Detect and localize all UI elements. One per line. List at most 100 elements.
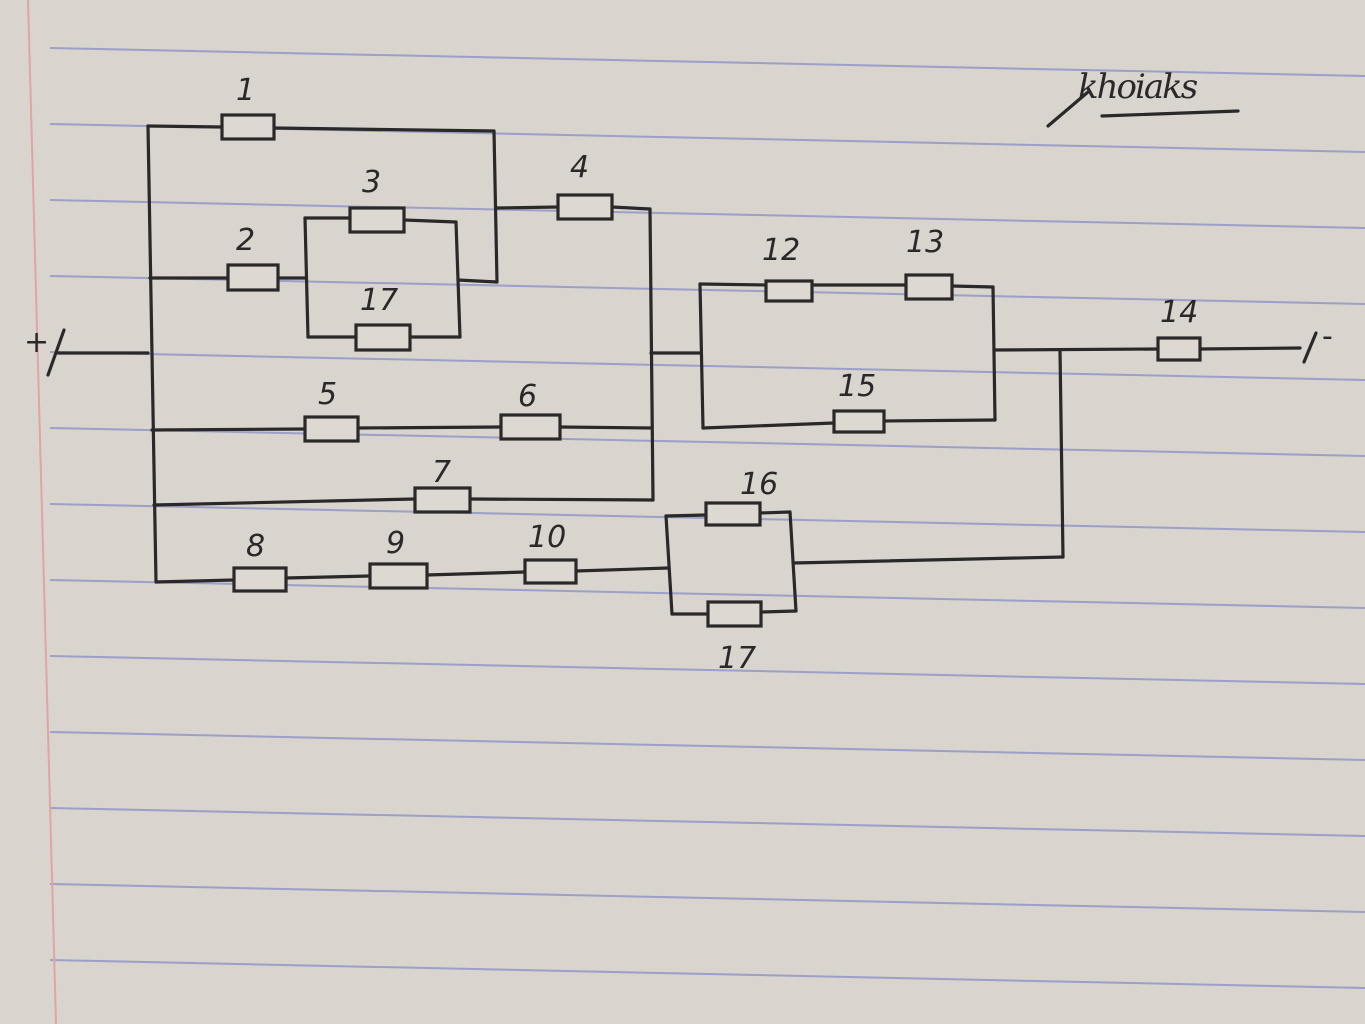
wire-parallel-r12-r15: [991, 285, 997, 422]
resistor-r13: 13: [904, 225, 954, 301]
resistor-label: 13: [906, 225, 944, 260]
resistor-body: [220, 113, 276, 141]
resistor-body: [226, 263, 280, 292]
resistor-body: [232, 566, 288, 593]
ruled-line: [49, 807, 1365, 837]
wire-parallel-r16-r17: [758, 510, 792, 515]
resistor-body: [704, 501, 762, 527]
ruled-line: [49, 731, 1365, 761]
wiring: [46, 124, 1318, 616]
resistor-label: 7: [432, 455, 451, 490]
resistor-r11: 17: [354, 283, 412, 352]
resistor-label: 3: [362, 165, 381, 200]
wire-parallel-r12-r15: [698, 282, 705, 430]
resistor-label: 6: [518, 379, 537, 414]
wire-branch-r4: [495, 205, 560, 210]
resistor-r5: 5: [303, 377, 360, 443]
signature-underline: [1100, 109, 1240, 118]
ruled-line: [49, 655, 1365, 685]
negative-terminal-mark: [1302, 331, 1318, 364]
wire-branch-r15: [882, 418, 997, 423]
resistor-r10: 10: [523, 520, 578, 585]
resistor-r15: 15: [832, 369, 886, 434]
wire-parallel-r3-r11: [303, 216, 310, 339]
resistor-label: 16: [740, 467, 778, 502]
wire-branch-r8-r10: [154, 578, 236, 584]
resistor-label: 17: [360, 283, 398, 318]
resistor-r2: 2: [226, 223, 280, 292]
resistor-body: [904, 273, 954, 301]
resistor-label: 2: [236, 223, 255, 258]
wire-branch-r15: [701, 421, 836, 430]
wire-parallel-r3-r11: [402, 218, 458, 224]
resistor-label: 12: [762, 233, 800, 268]
ruled-line: [49, 959, 1365, 989]
resistor-r7: 7: [413, 455, 472, 514]
resistor-label: 10: [528, 520, 566, 555]
resistor-label: 9: [386, 526, 405, 561]
resistor-label: 14: [1160, 295, 1198, 330]
wire-right-bus: [1058, 348, 1065, 559]
resistor-body: [523, 558, 578, 585]
signature-flourish: [1046, 90, 1090, 128]
resistor-r9: 9: [368, 526, 429, 590]
wire-branch-r5-r6: [558, 425, 654, 430]
signature: khoiaks: [1078, 67, 1198, 107]
resistor-r8: 8: [232, 529, 288, 593]
wire-branch-r16-out: [791, 555, 1065, 565]
resistor-body: [368, 562, 429, 590]
wire-branch-r7: [152, 497, 417, 507]
wire-branch-r1: [272, 126, 496, 133]
wire-node-a: [492, 129, 499, 284]
resistor-body: [303, 415, 360, 443]
resistor-body: [556, 193, 614, 221]
ruled-line: [49, 883, 1365, 913]
resistor-r17: 17: [706, 600, 763, 676]
resistor-body: [1156, 336, 1202, 362]
wire-output: [1198, 346, 1302, 351]
wire-node-a: [456, 278, 499, 284]
wire-branch-r1: [146, 124, 224, 129]
wire-branch-r7: [468, 497, 655, 502]
positive-terminal-label: +: [24, 325, 49, 360]
positive-terminal-mark: [46, 328, 66, 377]
wire-branch-r8-r10: [425, 570, 527, 577]
resistor-r1: 1: [220, 73, 276, 141]
wire-branch-r8-r10: [574, 566, 670, 573]
resistor-label: 1: [236, 73, 255, 108]
wire-parallel-r16-r17: [759, 609, 798, 614]
resistor-r6: 6: [499, 379, 562, 441]
wire-branch-r12-r13: [950, 284, 995, 289]
resistor-body: [499, 413, 562, 441]
resistor-r4: 4: [556, 150, 614, 221]
resistor-label: 5: [318, 377, 337, 412]
ruled-line: [49, 351, 1365, 381]
wire-branch-r12-r13: [698, 282, 768, 287]
resistor-label: 15: [838, 369, 876, 404]
wire-branch-r8-r10: [284, 574, 372, 580]
ruled-line: [49, 199, 1365, 229]
ruled-line: [49, 47, 1365, 77]
resistor-r3: 3: [348, 165, 406, 234]
negative-terminal-label: -: [1322, 319, 1333, 354]
wire-output: [992, 347, 1160, 352]
ruled-line: [49, 427, 1365, 457]
resistor-body: [354, 323, 412, 352]
margin-line: [27, 0, 57, 1024]
resistor-label: 8: [246, 529, 265, 564]
ruled-lines: [49, 47, 1365, 989]
wire-parallel-r16-r17: [664, 513, 708, 518]
resistor-r14: 14: [1156, 295, 1202, 362]
wire-branch-r4: [610, 205, 652, 211]
resistor-body: [832, 409, 886, 434]
resistor-body: [413, 486, 472, 514]
wire-parallel-r16-r17: [664, 514, 674, 616]
resistor-label: 4: [570, 150, 589, 185]
resistor-body: [706, 600, 763, 628]
resistor-r16: 16: [704, 467, 778, 527]
resistor-label: 17: [718, 641, 756, 676]
resistor-r12: 12: [762, 233, 814, 303]
